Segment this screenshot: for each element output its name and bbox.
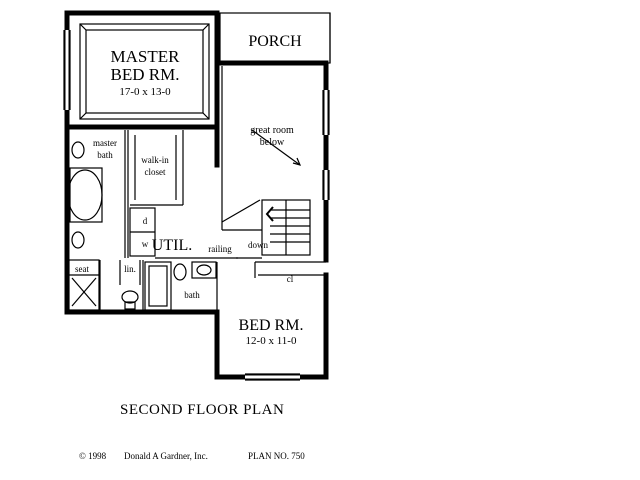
util-label: UTIL. xyxy=(152,237,192,254)
dryer-label: d xyxy=(143,216,148,226)
closet-label-1: walk-in xyxy=(141,155,169,165)
copyright-text: © 1998 xyxy=(79,451,107,461)
seat-label: seat xyxy=(75,264,89,274)
bedroom-size: 12-0 x 11-0 xyxy=(246,335,297,347)
master-name-2: BED RM. xyxy=(111,65,180,84)
plan-title: SECOND FLOOR PLAN xyxy=(120,402,285,418)
washer-label: w xyxy=(142,239,149,249)
great-room-label-2: below xyxy=(260,137,285,148)
plan-number: PLAN NO. 750 xyxy=(248,451,305,461)
interior-lines xyxy=(63,12,331,381)
railing-label: railing xyxy=(208,244,232,254)
linen-label: lin. xyxy=(124,264,136,274)
bath-label: bath xyxy=(184,290,200,300)
master-bath-label-2: bath xyxy=(97,150,113,160)
bedroom-name: BED RM. xyxy=(239,317,304,334)
closet-cl-label: cl xyxy=(287,274,294,284)
master-bath-label-1: master xyxy=(93,138,117,148)
master-name-1: MASTER xyxy=(111,47,181,66)
company-text: Donald A Gardner, Inc. xyxy=(124,451,208,461)
down-label: down xyxy=(248,240,268,250)
master-size: 17-0 x 13-0 xyxy=(119,86,171,98)
porch-label: PORCH xyxy=(248,33,302,50)
closet-label-2: closet xyxy=(145,167,166,177)
great-room-label-1: great room xyxy=(250,125,294,136)
